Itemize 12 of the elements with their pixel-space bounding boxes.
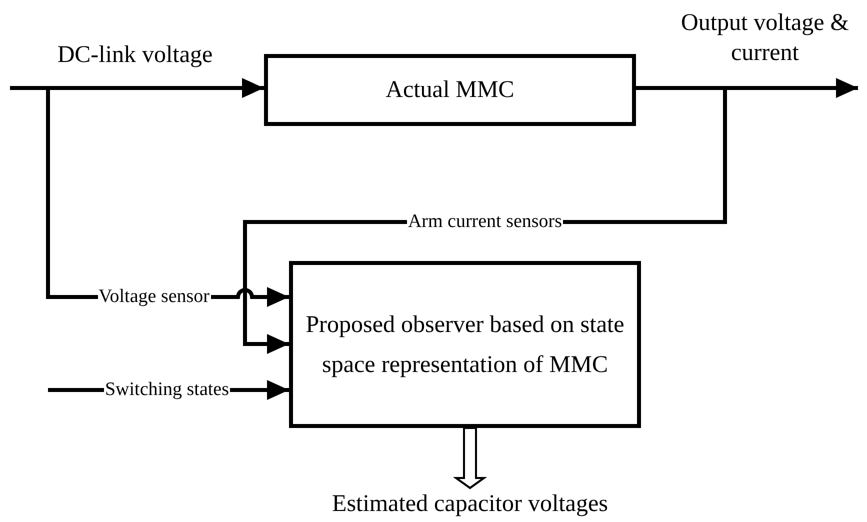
process-box [289,261,641,428]
box-title: Actual MMC [386,76,514,105]
hollow-arrow [452,427,488,490]
process-box [264,54,636,126]
edge-label: Output voltage & current [680,9,850,68]
box-title: Proposed observer based on state space representation of MMC [304,310,626,380]
edge-label: DC-link voltage [56,41,214,70]
arrow [636,78,858,98]
edge-label: Voltage sensor [98,286,210,308]
output-text: Estimated capacitor voltages [290,488,650,520]
edge-label: Switching states [104,379,230,401]
arrow [10,78,264,98]
